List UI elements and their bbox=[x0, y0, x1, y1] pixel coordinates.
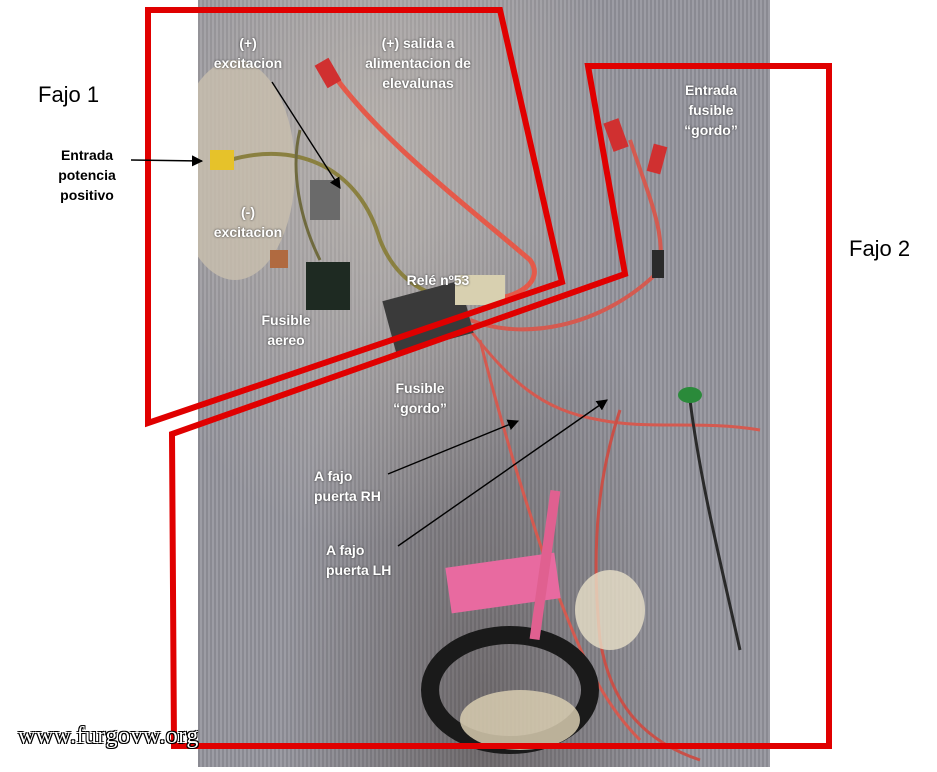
red-terminal-1 bbox=[603, 118, 629, 152]
harness-1-title: Fajo 1 bbox=[38, 82, 100, 107]
door-lh-label: A fajo puerta LH bbox=[326, 542, 392, 578]
arrow-door-lh bbox=[397, 399, 608, 547]
aerial-fuse-label: Fusible aereo bbox=[261, 312, 311, 348]
harness-1-outline bbox=[145, 7, 566, 428]
harness-2-outline bbox=[168, 63, 832, 749]
window-lift-output-label: (+) salida a alimentacion de elevalunas bbox=[365, 35, 471, 91]
green-connector bbox=[678, 387, 702, 403]
watermark: www.furgovw.org bbox=[18, 723, 199, 749]
relay-label: Relé nº53 bbox=[406, 272, 470, 288]
red-connector bbox=[314, 57, 342, 89]
cloth-fold bbox=[175, 60, 295, 280]
arrow-power-input bbox=[130, 155, 204, 167]
excitation-neg-label: (-) excitacion bbox=[213, 204, 283, 240]
excitation-pos-label: (+) excitacion bbox=[213, 35, 283, 71]
wiring-harness-photo bbox=[175, 0, 770, 767]
harness-2-title: Fajo 2 bbox=[849, 236, 911, 261]
door-rh-label: A fajo puerta RH bbox=[314, 468, 381, 504]
big-fuse-label: Fusible “gordo” bbox=[393, 380, 447, 416]
red-terminal-2 bbox=[646, 143, 668, 175]
pink-tape bbox=[445, 552, 561, 614]
relay-tape bbox=[455, 275, 505, 305]
arrow-excitation-pos bbox=[271, 81, 341, 189]
aerial-fuse-holder bbox=[306, 262, 350, 310]
big-fuse-input-label: Entrada fusible “gordo” bbox=[684, 82, 738, 138]
olive-wire bbox=[294, 129, 322, 261]
power-input-label: Entrada potencia positivo bbox=[58, 147, 116, 203]
inline-fuse-holder bbox=[652, 250, 664, 278]
brown-connector bbox=[270, 250, 288, 268]
red-wire-output bbox=[327, 68, 537, 303]
pink-strip bbox=[529, 490, 561, 640]
arrow-door-rh bbox=[387, 419, 520, 475]
beige-tape-right bbox=[575, 570, 645, 650]
yellow-connector bbox=[210, 150, 234, 170]
black-wire bbox=[688, 399, 742, 651]
beige-tape-bottom bbox=[460, 690, 580, 750]
red-wire-door-rh bbox=[468, 329, 761, 432]
